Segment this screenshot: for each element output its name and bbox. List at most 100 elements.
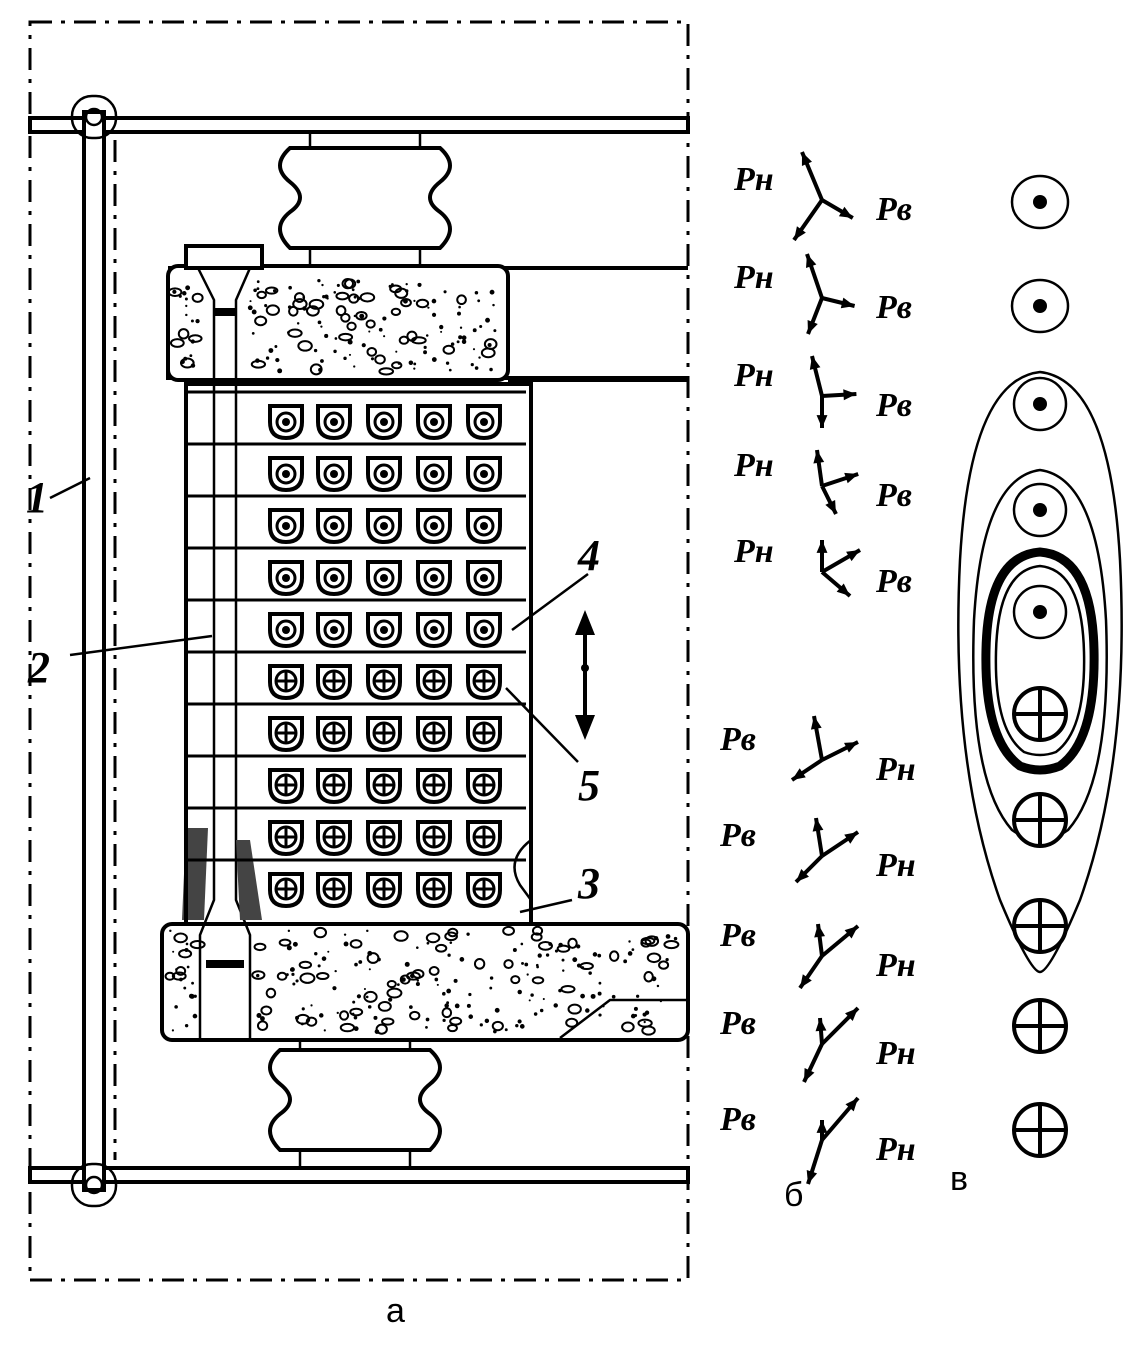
speckle-dot [388,997,393,1002]
speckle-stone [447,927,459,938]
speckle-stone [428,966,440,976]
speckle-dot [272,289,277,293]
speckle-stone [305,305,320,317]
speckle-stone [442,344,456,355]
speckle-dot [336,283,340,287]
bottom-pressing-ring [160,922,690,1042]
speckle-dot [192,1013,198,1019]
speckle-dot [524,962,529,967]
speckle-dot [195,318,200,324]
conductor-open [366,404,402,441]
speckle-dot [545,953,550,957]
speckle-dot [517,989,522,995]
speckle-stone [293,292,306,303]
speckle-dot [492,303,495,307]
speckle-dot [415,982,420,987]
top-pressing-ring [166,264,688,382]
speckle-dot [558,988,562,993]
speckle-dot [370,357,375,361]
speckle-dot [353,295,357,299]
speckle-dot [321,956,327,961]
speckle-dot [343,356,347,361]
speckle-stone [375,1023,388,1035]
conductor-open [466,404,502,441]
speckle-dot [602,1005,605,1008]
speckle-dot [247,305,253,311]
speckle-dot [374,1029,380,1034]
speckle-dot [287,331,290,334]
speckle-dot [512,948,517,953]
speckle-stone [473,958,486,970]
speckle-dot [404,961,410,967]
conductor-ring-cross [1012,898,1068,954]
speckle-stone [179,357,195,369]
speckle-stone [188,334,203,343]
conductor-cross [466,820,502,857]
speckle-stone [189,940,206,950]
vector-label-right: Pн [875,947,916,984]
speckle-stone [663,940,680,950]
speckle-dot [479,1023,483,1027]
speckle-dot [477,299,481,303]
conductor-open [366,560,402,597]
speckle-dot [470,363,474,367]
speckle-dot [479,324,483,328]
force-arrow-head [804,1068,815,1082]
speckle-dot [354,962,358,967]
speckle-stone [339,1010,350,1021]
speckle-dot [256,973,260,978]
speckle-stone [644,935,660,947]
disc-row [188,858,526,909]
speckle-dot [468,992,472,997]
conductor-cross [268,872,304,909]
conductor-open [316,456,352,493]
speckle-dot [588,971,592,975]
speckle-dot [454,1003,460,1009]
speckle-stone [191,292,204,303]
speckle-stone [503,959,514,970]
conductor-cross [268,820,304,857]
speckle-dot [633,1006,638,1011]
conductor-cross [466,768,502,805]
force-arrow-head [813,450,825,464]
speckle-dot [310,1004,313,1007]
speckle-dot [458,335,463,340]
speckle-dot [628,940,631,943]
speckle-dot [561,958,565,962]
speckle-dot [348,353,352,356]
speckle-dot [260,1016,265,1021]
speckle-dot [598,981,602,985]
speckle-stone [292,298,308,310]
conductor-cross [466,716,502,753]
speckle-stone [260,1005,273,1016]
conductor-cross [366,820,402,857]
speckle-dot [634,1014,638,1018]
speckle-dot [396,983,400,987]
speckle-dot [423,345,427,349]
speckle-dot [368,330,371,333]
speckle-stone [434,943,448,953]
speckle-dot [442,1018,446,1022]
part-label-5: 5 [505,687,600,810]
speckle-dot [408,360,414,365]
speckle-dot [332,986,337,991]
force-arrow-head [794,226,806,240]
speckle-stone [256,290,267,300]
speckle-stone [510,975,521,985]
force-arrow-head [801,152,812,166]
speckle-dot [191,981,194,985]
speckle-stone [365,319,376,329]
concrete-texture-top [167,277,498,376]
speckle-dot [453,978,458,983]
speckle-dot [288,285,292,290]
speckle-dot [416,946,419,949]
speckle-dot [427,306,430,309]
speckle-dot [631,948,635,951]
speckle-dot [287,929,291,933]
speckle-dot [183,986,187,990]
speckle-dot [351,288,355,292]
bottom-bellows-spring [268,1038,442,1168]
speckle-dot [539,1008,544,1013]
